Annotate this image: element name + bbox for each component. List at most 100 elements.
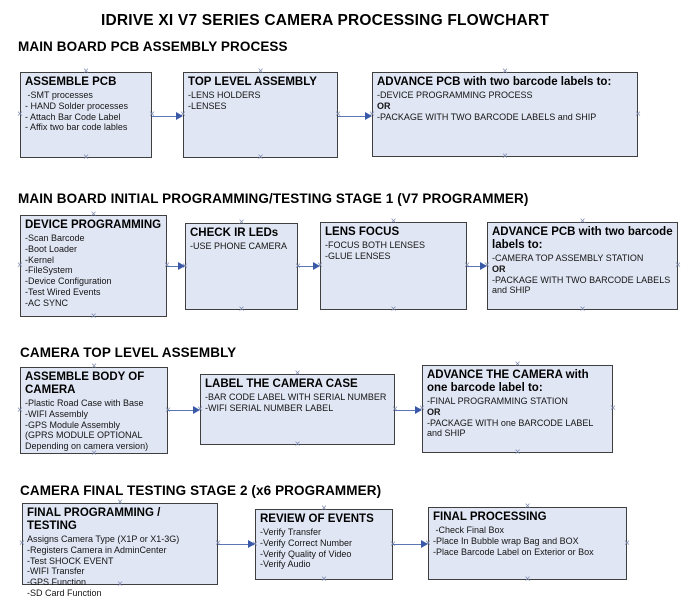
box-line: -Kernel	[25, 254, 55, 265]
box-line: -SMT processes	[25, 90, 93, 100]
arrow-head-icon	[178, 262, 185, 270]
connection-point-icon: ×	[390, 216, 397, 227]
box-line: -Place Barcode Label on Exterior or Box	[433, 546, 594, 557]
box-line: -WIFI Assembly	[25, 408, 89, 419]
box-line: -SD Card Function	[27, 587, 102, 598]
box-line: - HAND Solder processes	[25, 100, 129, 111]
arrow-head-icon	[248, 540, 255, 548]
flow-box-advance-pcb-1: × × × × ADVANCE PCB with two barcode lab…	[369, 66, 641, 162]
connection-point-icon: ×	[502, 66, 508, 77]
arrow-head-icon	[415, 406, 422, 414]
box-line: -Registers Camera in AdminCenter	[27, 544, 167, 555]
box-line: -Device Configuration	[25, 276, 112, 287]
arrow-shaft	[298, 265, 316, 268]
box-line: -Scan Barcode	[25, 233, 85, 243]
flow-connector-arrow	[167, 262, 185, 271]
box-line: -Place In Bubble wrap Bag and BOX	[433, 535, 579, 546]
box-title: FINAL PROCESSING	[433, 511, 547, 523]
section-header-pcb-assembly: MAIN BOARD PCB ASSEMBLY PROCESS	[18, 39, 288, 54]
box-line: -PACKAGE WITH TWO BARCODE LABELS and SHI…	[377, 111, 597, 122]
flow-box-final-processing: × × × × FINAL PROCESSING -Check Final Bo…	[425, 502, 630, 585]
connection-point-icon: ×	[17, 109, 23, 120]
box-line: -BAR CODE LABEL WITH SERIAL NUMBER	[205, 392, 387, 402]
flow-box-review-of-events: × × × × REVIEW OF EVENTS -Verify Transfe…	[252, 503, 396, 585]
box-line: -Plastic Road Case with Base	[25, 398, 144, 408]
flow-connector-arrow	[218, 540, 255, 549]
box-title: REVIEW OF EVENTS	[260, 513, 374, 525]
box-title: ADVANCE THE CAMERA with one barcode labe…	[427, 369, 589, 394]
flow-box-advance-pcb-2: × × × × ADVANCE PCB with two barcode lab…	[484, 216, 681, 315]
box-line: -LENSES	[188, 100, 227, 111]
box-title: ASSEMBLE PCB	[25, 76, 117, 88]
flow-box-advance-camera: × × × × ADVANCE THE CAMERA with one barc…	[419, 360, 616, 458]
box-line: Depending on camera version)	[25, 441, 149, 452]
connection-point-icon: ×	[19, 538, 25, 549]
box-line: -GLUE LENSES	[325, 250, 391, 261]
flow-box-device-programming: × × × × DEVICE PROGRAMMING -Scan Barcode…	[17, 209, 170, 322]
box-title: ADVANCE PCB with two barcode labels to:	[492, 226, 673, 251]
connection-point-icon: ×	[502, 151, 508, 162]
arrow-shaft	[218, 543, 251, 546]
flow-box-top-level-assembly: × × × × TOP LEVEL ASSEMBLY -LENS HOLDERS…	[180, 67, 341, 163]
connection-point-icon: ×	[294, 368, 301, 379]
box-line: -CAMERA TOP ASSEMBLY STATION	[492, 253, 644, 263]
connection-point-icon: ×	[579, 216, 586, 227]
connection-point-icon: ×	[257, 152, 264, 163]
box-line: -WIFI SERIAL NUMBER LABEL	[205, 402, 334, 413]
flow-box-check-ir-leds: × × × × CHECK IR LEDs -USE PHONE CAMERA	[182, 217, 301, 315]
box-line: -Test Wired Events	[25, 286, 101, 297]
connection-point-icon: ×	[610, 403, 616, 414]
flow-connector-arrow	[393, 540, 428, 549]
connection-point-icon: ×	[238, 304, 245, 315]
connection-point-icon: ×	[579, 304, 586, 315]
arrow-shaft	[393, 543, 424, 546]
box-line: -FileSystem	[25, 265, 73, 276]
connection-point-icon: ×	[83, 152, 89, 163]
connection-point-icon: ×	[83, 66, 89, 77]
box-title: FINAL PROGRAMMING / TESTING	[27, 507, 161, 532]
box-line: -PACKAGE WITH one BARCODE LABEL and SHIP	[427, 417, 596, 439]
box-line: -FOCUS BOTH LENSES	[325, 240, 426, 250]
box-line: -Verify Transfer	[260, 527, 322, 537]
flow-box-assemble-pcb: × × × × ASSEMBLE PCB -SMT processes - HA…	[17, 66, 155, 163]
flow-connector-arrow	[298, 262, 320, 271]
section-header-camera-top-assembly: CAMERA TOP LEVEL ASSEMBLY	[20, 345, 237, 360]
box-title: LABEL THE CAMERA CASE	[205, 378, 358, 390]
flow-connector-arrow	[467, 262, 487, 271]
box-line: -Verify Quality of Video	[260, 548, 352, 559]
page-title: IDRIVE XI V7 SERIES CAMERA PROCESSING FL…	[100, 12, 550, 29]
flow-box-label-camera-case: × × × × LABEL THE CAMERA CASE -BAR CODE …	[197, 368, 398, 450]
box-line: -Boot Loader	[25, 243, 78, 254]
flow-connector-arrow	[152, 112, 183, 121]
connection-point-icon: ×	[524, 574, 531, 585]
connection-point-icon: ×	[90, 209, 97, 220]
box-line: -PACKAGE WITH TWO BARCODE LABELS and SHI…	[492, 274, 673, 296]
connection-point-icon: ×	[17, 260, 23, 271]
box-line: -GPS Function	[27, 577, 87, 588]
box-line: - Attach Bar Code Label	[25, 111, 121, 122]
box-line: -Verify Audio	[260, 559, 311, 570]
box-title: LENS FOCUS	[325, 226, 400, 238]
box-line: -Verify Correct Number	[260, 537, 353, 548]
connection-point-icon: ×	[294, 439, 301, 450]
arrow-head-icon	[421, 540, 428, 548]
flow-connector-arrow	[395, 406, 422, 415]
connection-point-icon: ×	[117, 497, 123, 508]
flow-box-lens-focus: × × × × LENS FOCUS -FOCUS BOTH LENSES -G…	[317, 216, 470, 315]
connection-point-icon: ×	[17, 404, 23, 416]
connection-point-icon: ×	[624, 537, 630, 549]
box-line: -GPS Module Assembly	[25, 419, 121, 430]
connection-point-icon: ×	[514, 447, 521, 458]
connection-point-icon: ×	[635, 108, 641, 120]
box-title: DEVICE PROGRAMMING	[25, 219, 162, 231]
flow-box-assemble-body: × × × × ASSEMBLE BODY OF CAMERA -Plastic…	[17, 362, 171, 459]
connection-point-icon: ×	[238, 217, 245, 228]
connection-point-icon: ×	[321, 503, 327, 514]
flow-connector-arrow	[168, 406, 200, 415]
arrow-shaft	[467, 265, 483, 268]
box-line: OR	[492, 263, 506, 274]
arrow-shaft	[338, 115, 368, 118]
box-line: OR	[377, 100, 391, 111]
arrow-head-icon	[193, 406, 200, 414]
